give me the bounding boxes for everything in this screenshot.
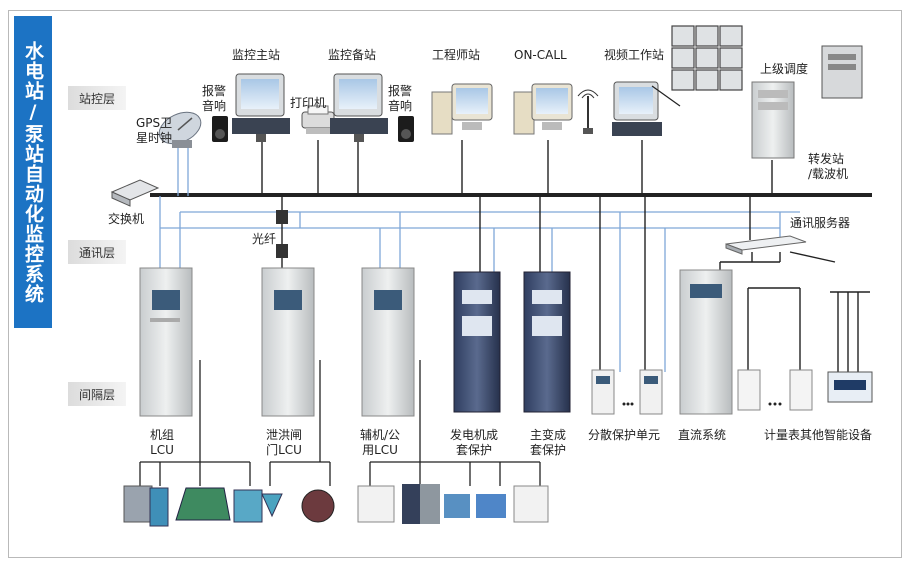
label-printer: 打印机	[290, 96, 327, 110]
main-monitor-station-icon	[232, 73, 290, 142]
system-title: 水电站/泵站自动化监控系统	[22, 40, 44, 304]
field-devices-icons	[123, 484, 549, 527]
comm-server-branches	[719, 251, 870, 372]
backup-monitor-station-icon	[330, 73, 388, 142]
video-workstation-icon	[612, 81, 662, 136]
label-backup-monitor: 监控备站	[328, 48, 377, 62]
engineer-station-icon	[431, 83, 493, 135]
alarm-speaker-right-icon	[398, 116, 414, 142]
layer-label-comm: 通讯层	[68, 240, 126, 264]
upper-dispatch-rack-icon	[751, 81, 795, 159]
aux-lcu-cabinet-icon	[361, 267, 415, 417]
gen-protect-cabinet-icon	[453, 271, 501, 413]
label-gps: GPS卫星时钟	[136, 116, 173, 145]
fiber-converter-icon	[276, 210, 288, 258]
field-device-lines	[139, 360, 541, 486]
oncall-station-icon	[513, 83, 573, 135]
label-trans-protect: 主变成套保护	[530, 428, 567, 457]
network-switch-icon	[110, 179, 160, 207]
label-dispersed: 分散保护单元	[588, 428, 661, 442]
gps-satellite-icon	[158, 111, 202, 148]
comm-server-icon	[725, 235, 807, 255]
label-oncall: ON-CALL	[514, 48, 567, 62]
label-upper-dispatch: 上级调度	[760, 62, 809, 76]
unit-lcu-cabinet-icon	[139, 267, 193, 417]
upper-dispatch-server-icon	[821, 45, 863, 99]
label-comm-server: 通讯服务器	[790, 216, 851, 230]
trans-protect-cabinet-icon	[523, 271, 571, 413]
label-fiber: 光纤	[252, 232, 277, 246]
layer-label-bay: 间隔层	[68, 382, 126, 406]
dispersed-protection-unit-icon	[591, 369, 663, 415]
label-relay: 转发站/载波机	[808, 152, 849, 181]
label-main-monitor: 监控主站	[232, 48, 281, 62]
label-gen-protect: 发电机成套保护	[450, 428, 499, 457]
label-engineer: 工程师站	[432, 48, 481, 62]
dc-system-cabinet-icon	[679, 269, 733, 415]
label-video: 视频工作站	[604, 48, 665, 62]
label-aux-lcu: 辅机/公用LCU	[360, 428, 401, 457]
label-meters: 计量表其他智能设备	[764, 428, 873, 442]
wireless-antenna-icon	[577, 89, 599, 134]
label-alarm-left: 报警音响	[202, 84, 227, 113]
label-alarm-right: 报警音响	[388, 84, 413, 113]
label-gate-lcu: 泄洪闸门LCU	[266, 428, 303, 457]
layer-label-station: 站控层	[68, 86, 126, 110]
label-dc-system: 直流系统	[678, 428, 727, 442]
video-wall-icon	[671, 25, 743, 91]
label-switch: 交换机	[108, 212, 145, 226]
system-title-banner: 水电站/泵站自动化监控系统	[14, 16, 52, 328]
gate-lcu-cabinet-icon	[261, 267, 315, 417]
alarm-speaker-left-icon	[212, 116, 228, 142]
meter-devices-icon	[737, 369, 873, 411]
